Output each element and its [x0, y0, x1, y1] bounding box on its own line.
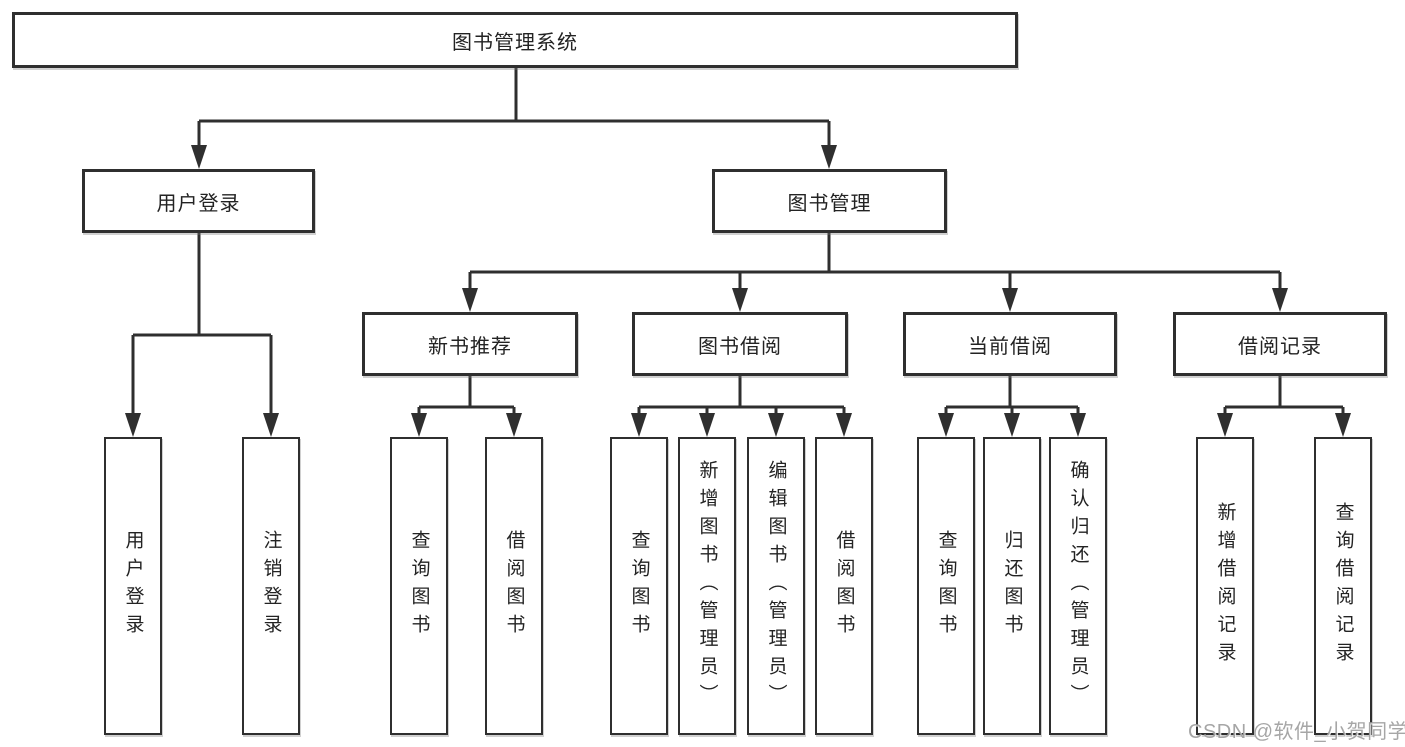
leaf-query-borrow-record: 查询借阅记录 [1314, 437, 1372, 735]
node-library-management-system: 图书管理系统 [12, 12, 1018, 68]
leaf-return-books: 归还图书 [983, 437, 1041, 735]
node-book-borrowing: 图书借阅 [632, 312, 848, 376]
leaf-query-books: 查询图书 [390, 437, 448, 735]
leaf-query-books: 查询图书 [610, 437, 668, 735]
leaf-logout: 注销登录 [242, 437, 300, 735]
leaf-user-login: 用户登录 [104, 437, 162, 735]
leaf-add-borrow-record: 新增借阅记录 [1196, 437, 1254, 735]
leaf-query-books: 查询图书 [917, 437, 975, 735]
leaf-confirm-return-admin: 确认归还（管理员） [1049, 437, 1107, 735]
csdn-watermark: CSDN @软件_小贺同学 [1188, 721, 1405, 743]
leaf-borrow-books: 借阅图书 [485, 437, 543, 735]
node-user-login: 用户登录 [82, 169, 315, 233]
leaf-add-books-admin: 新增图书（管理员） [678, 437, 736, 735]
node-borrowing-records: 借阅记录 [1173, 312, 1387, 376]
leaf-borrow-books: 借阅图书 [815, 437, 873, 735]
node-book-management: 图书管理 [712, 169, 947, 233]
node-current-borrowing: 当前借阅 [903, 312, 1117, 376]
leaf-edit-books-admin: 编辑图书（管理员） [747, 437, 805, 735]
arrowhead-icons [125, 145, 1351, 437]
node-new-book-recommendation: 新书推荐 [362, 312, 578, 376]
